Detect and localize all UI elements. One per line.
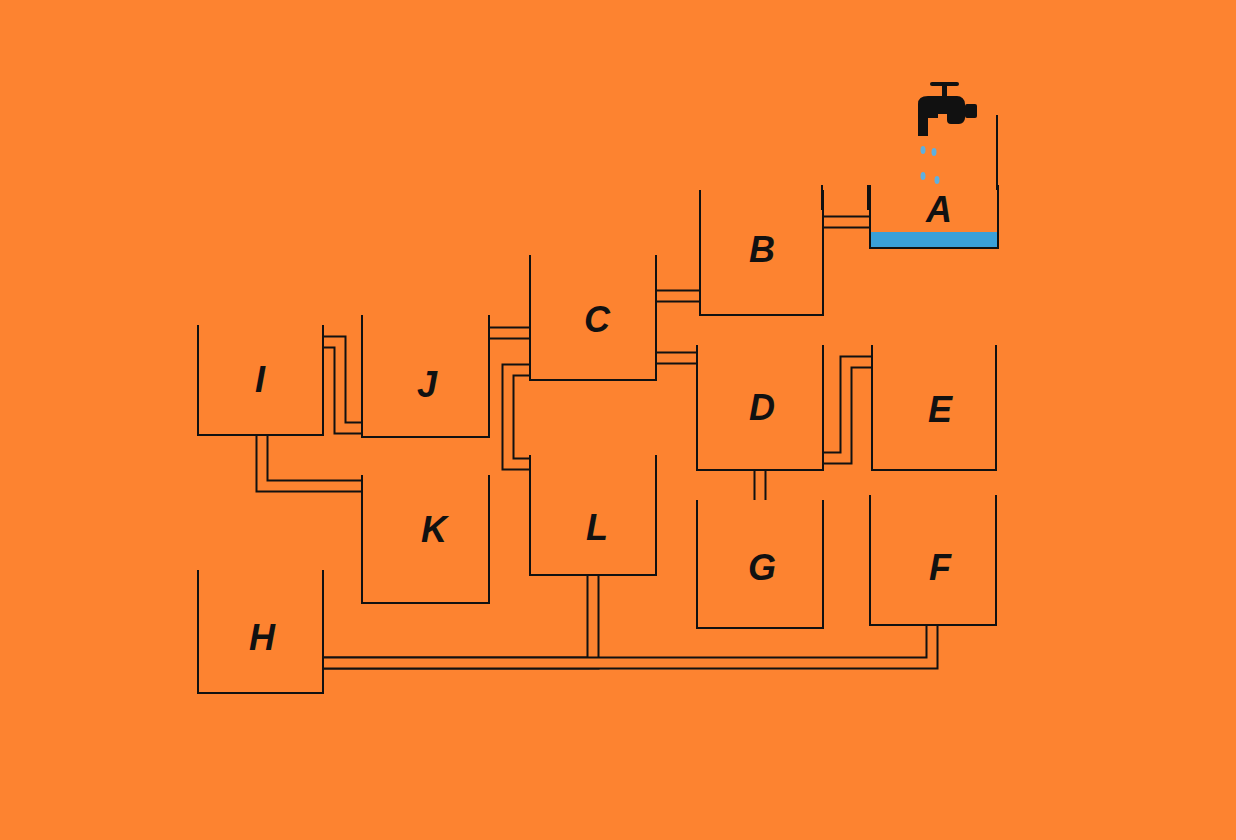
water-pipe bbox=[823, 222, 870, 223]
water-pipe bbox=[508, 370, 530, 464]
pipe-bore bbox=[756, 470, 765, 500]
water-tank: J bbox=[361, 315, 490, 438]
water-tank: G bbox=[696, 500, 824, 629]
tank-label: L bbox=[586, 510, 608, 546]
tank-label: I bbox=[255, 362, 265, 398]
pipe-wall bbox=[323, 575, 593, 663]
pipe-wall bbox=[656, 290, 700, 303]
pipe-wall bbox=[508, 370, 530, 464]
pipe-bore bbox=[323, 342, 362, 428]
pipe-wall bbox=[323, 625, 932, 663]
pipe-bore bbox=[656, 292, 700, 301]
pipe-wall bbox=[823, 362, 872, 458]
water-tank: D bbox=[696, 345, 824, 471]
pipe-bore bbox=[323, 575, 593, 663]
water-pipe bbox=[323, 342, 362, 428]
water-pipe bbox=[262, 435, 362, 486]
pipe-bore bbox=[656, 354, 697, 363]
pipe-wall bbox=[754, 470, 767, 500]
water-tank: H bbox=[197, 570, 324, 694]
tank-label: K bbox=[421, 512, 447, 548]
water-pipe bbox=[760, 470, 761, 500]
pipe-bore bbox=[323, 625, 932, 663]
tank-label: C bbox=[584, 302, 610, 338]
pipe-bore bbox=[823, 218, 870, 227]
pipe-wall bbox=[823, 216, 870, 229]
water-tank: E bbox=[871, 345, 997, 471]
water-pipe bbox=[489, 333, 530, 334]
water-pipe bbox=[323, 625, 932, 663]
water-pipe bbox=[656, 358, 697, 359]
water-tank: K bbox=[361, 475, 490, 604]
tank-wall bbox=[996, 115, 998, 190]
water-tank: C bbox=[529, 255, 657, 381]
water-tank: I bbox=[197, 325, 324, 436]
water-tank: F bbox=[869, 495, 997, 626]
tank-label: H bbox=[249, 620, 275, 656]
pipe-bore bbox=[508, 370, 530, 464]
tank-label: F bbox=[929, 550, 951, 586]
water-tank: B bbox=[699, 190, 824, 316]
tank-label: G bbox=[748, 550, 776, 586]
water-pipe bbox=[656, 296, 700, 297]
pipe-bore bbox=[489, 329, 530, 338]
faucet-icon bbox=[918, 82, 977, 184]
pipe-bore bbox=[262, 435, 362, 486]
pipe-bore bbox=[823, 362, 872, 458]
tank-label: D bbox=[749, 390, 775, 426]
tank-label: J bbox=[417, 367, 437, 403]
pipe-wall bbox=[323, 342, 362, 428]
water-level bbox=[870, 232, 997, 247]
water-pipe bbox=[823, 362, 872, 458]
pipe-wall bbox=[262, 435, 362, 486]
pipe-wall bbox=[656, 352, 697, 365]
tank-label: A bbox=[926, 192, 952, 228]
tank-label: E bbox=[928, 392, 952, 428]
water-tank: A bbox=[869, 185, 999, 249]
pipe-wall bbox=[489, 327, 530, 340]
tank-label: B bbox=[749, 232, 775, 268]
water-pipe bbox=[323, 575, 593, 663]
water-tank: L bbox=[529, 455, 657, 576]
